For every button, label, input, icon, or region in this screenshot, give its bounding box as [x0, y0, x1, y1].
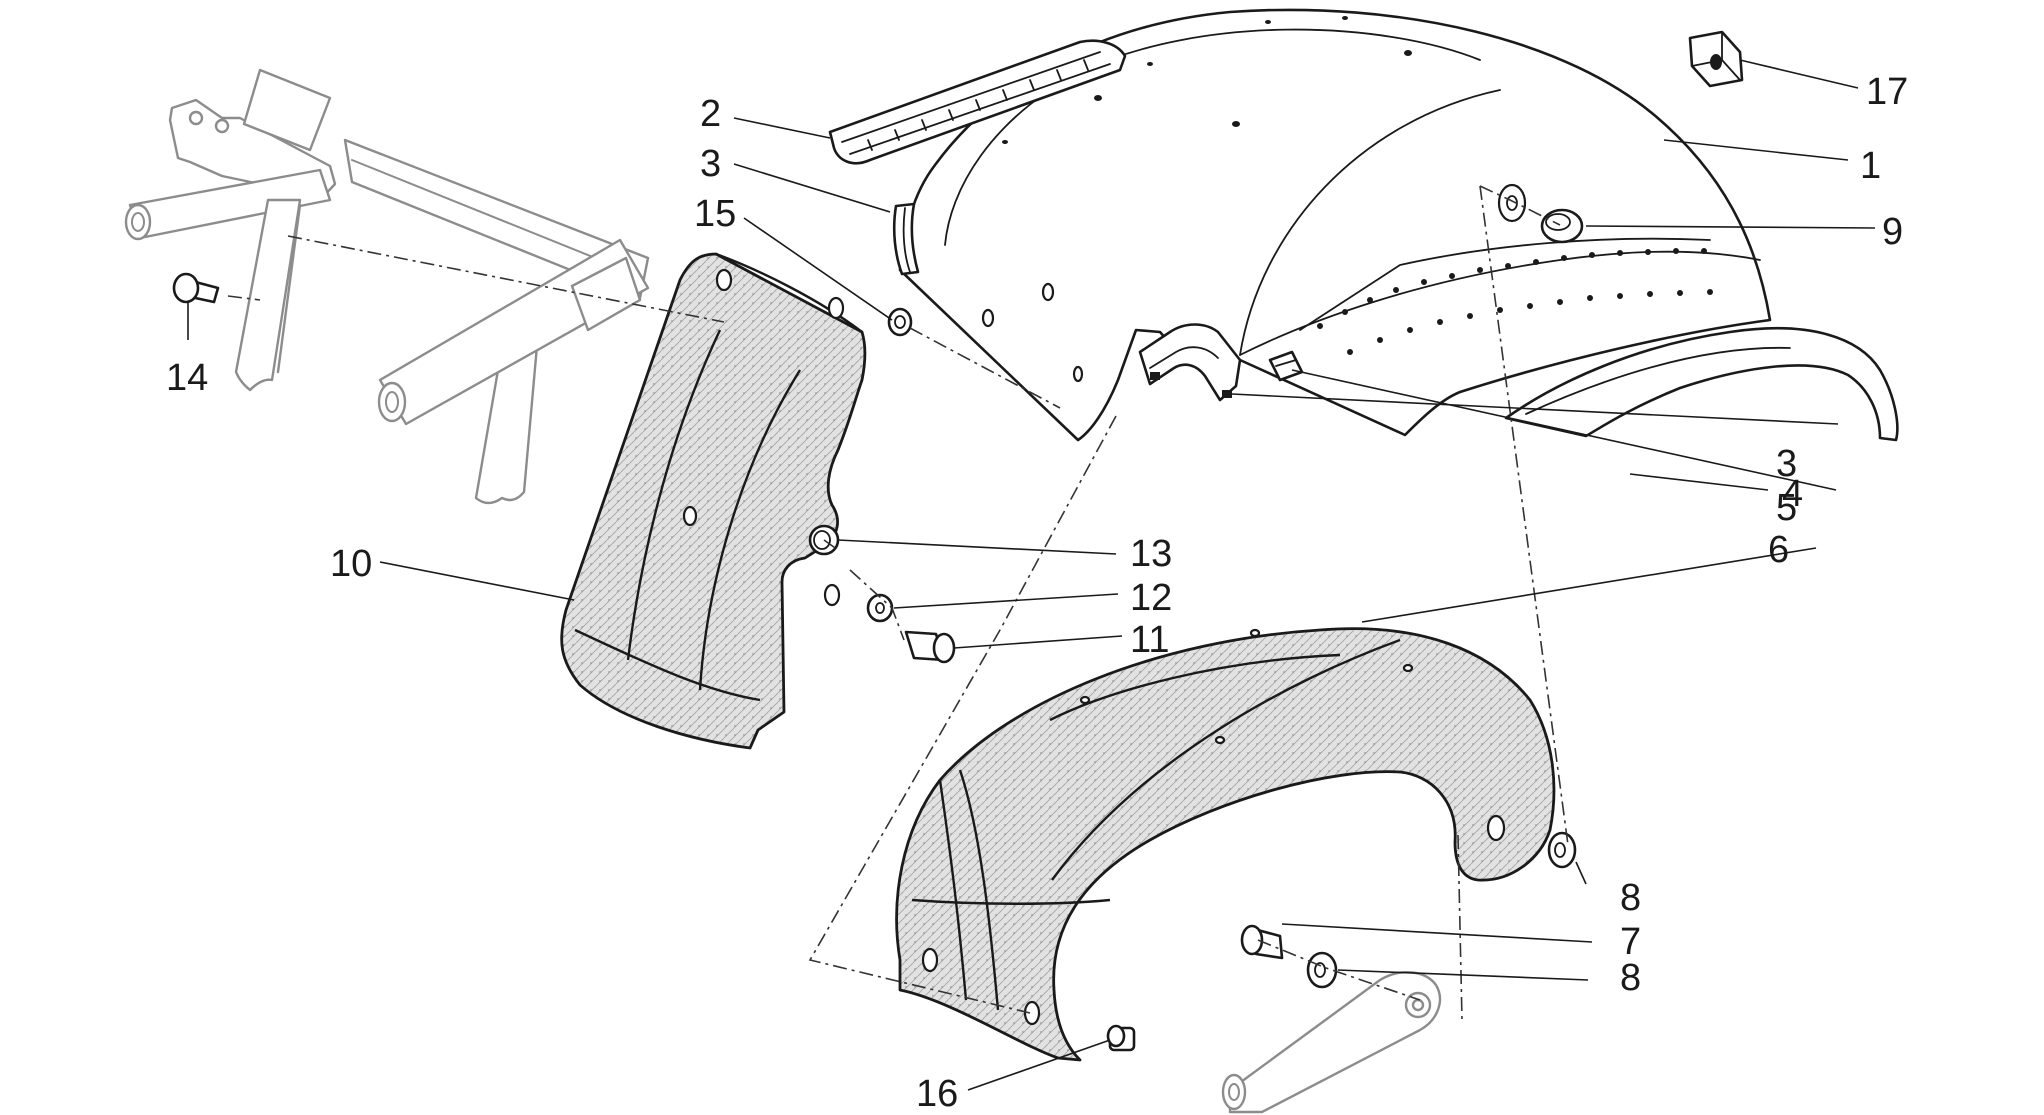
callout-8-upper: 8: [1620, 877, 1641, 919]
callout-6: 6: [1768, 529, 1789, 571]
washer-upper: [1547, 831, 1577, 869]
grommet-15: [887, 307, 913, 337]
callout-9: 9: [1882, 211, 1903, 253]
callout-10: 10: [330, 543, 372, 585]
clip-nut: [1268, 350, 1304, 382]
edge-clip-lower: [1138, 323, 1242, 402]
callout-16: 16: [916, 1073, 958, 1115]
washer-12: [866, 593, 894, 623]
subframe-ghost: [1221, 971, 1442, 1114]
callouts: 1 2 3 3 4 5 6 7 8 8 9 10 11 12 13 14 15 …: [166, 71, 1908, 1115]
callout-1: 1: [1860, 145, 1881, 187]
screw-11: [904, 630, 956, 664]
callout-13: 13: [1130, 533, 1172, 575]
callout-17: 17: [1866, 71, 1908, 113]
inner-rear-mudguard: [895, 627, 1556, 1062]
callout-5: 5: [1776, 487, 1797, 529]
nut-16: [1106, 1024, 1136, 1052]
frame-ghost: [124, 68, 650, 505]
bracket-slots: [867, 59, 1089, 151]
callout-15: 15: [694, 193, 736, 235]
bolt-14: [172, 272, 220, 304]
leader-lines: [187, 59, 1876, 1091]
callout-12: 12: [1130, 577, 1172, 619]
cage-nut: [1688, 30, 1744, 88]
callout-7: 7: [1620, 921, 1641, 963]
rubber-grommet: [1540, 208, 1584, 244]
fender-rivets: [1317, 248, 1713, 355]
callout-3-upper: 3: [700, 143, 721, 185]
rear-grab-rail-bracket: [828, 39, 1127, 165]
washer-lower: [1306, 951, 1338, 989]
callout-14: 14: [166, 357, 208, 399]
callout-11: 11: [1130, 619, 1169, 661]
splash-guard: [560, 252, 867, 750]
edge-clip-upper: [892, 202, 920, 276]
callout-4: 4: [1782, 473, 1803, 515]
callout-8-lower: 8: [1620, 957, 1641, 999]
callout-3-lower: 3: [1776, 443, 1797, 485]
callout-2: 2: [700, 93, 721, 135]
assembly-center-lines: [227, 185, 1569, 1021]
